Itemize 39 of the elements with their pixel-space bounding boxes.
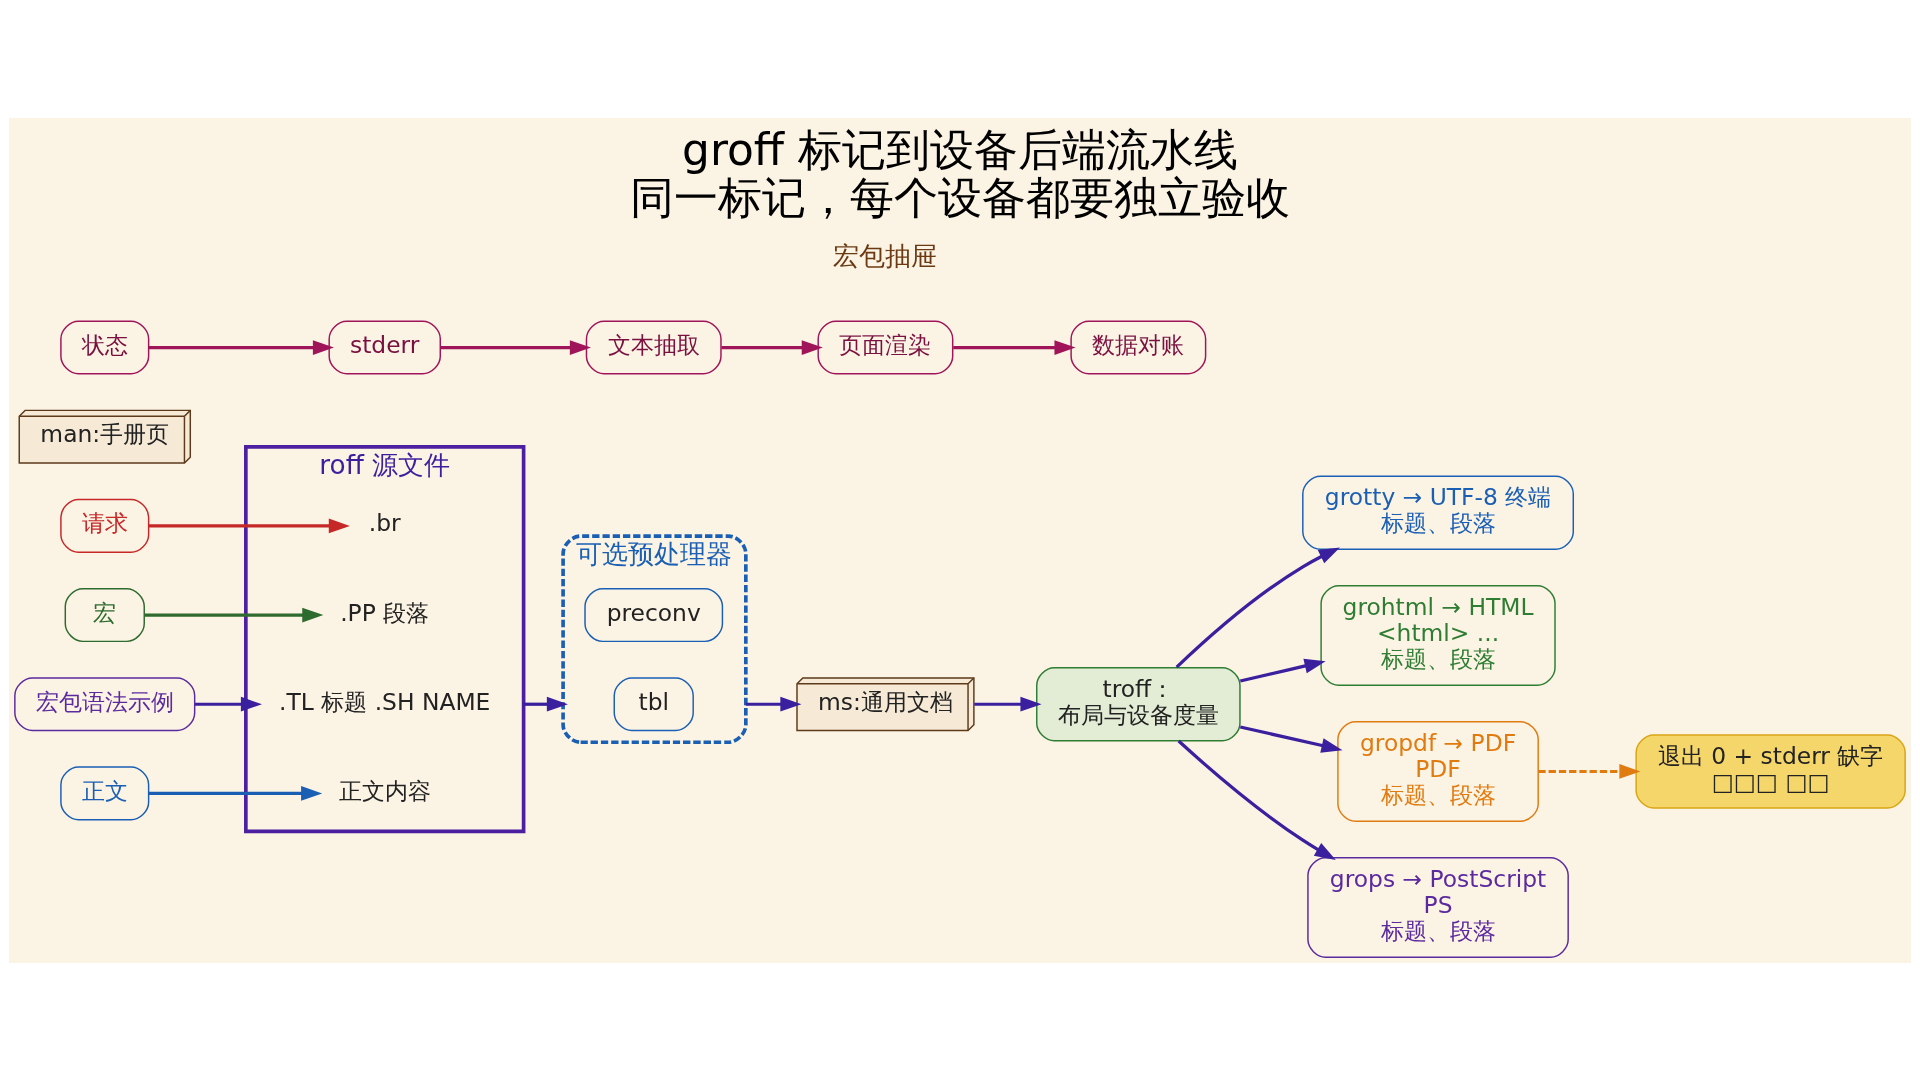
arrow (974, 696, 1042, 712)
arrow (148, 339, 334, 355)
arrow (1239, 658, 1326, 683)
node-box: 正文 (60, 765, 150, 820)
node-box: preconv (584, 587, 724, 642)
node-box: 请求 (60, 498, 150, 553)
node-box: grohtml → HTML <html> ... 标题、段落 (1320, 584, 1556, 686)
arrow (1239, 724, 1343, 753)
label: 宏包抽屉 (833, 240, 938, 271)
node-box: 文本抽取 (585, 319, 722, 375)
arrow (144, 607, 324, 622)
arrow (745, 696, 802, 712)
diagram-title: groff 标记到设备后端流水线 (682, 123, 1238, 175)
arrow (721, 339, 823, 355)
arrow (1175, 546, 1340, 668)
node-box: 数据对账 (1070, 319, 1207, 375)
arrow (195, 696, 262, 712)
arrow (523, 696, 568, 712)
node-box: stderr (328, 319, 441, 375)
node-box: 退出 0 + stderr 缺字 □□□ □□ (1635, 733, 1906, 809)
node-text: .PP 段落 (340, 598, 430, 627)
arrow (440, 339, 591, 355)
arrow (953, 339, 1076, 355)
node-box: gropdf → PDF PDF 标题、段落 (1337, 720, 1539, 822)
node-box: grotty → UTF-8 终端 标题、段落 (1302, 474, 1574, 550)
node-box: tbl (613, 676, 694, 731)
node-text: .br (368, 508, 401, 537)
node-box: 状态 (60, 319, 150, 375)
arrow (1538, 763, 1641, 779)
arrow (148, 785, 323, 801)
node-box: grops → PostScript PS 标题、段落 (1307, 856, 1569, 958)
node-text: .TL 标题 .SH NAME (279, 687, 491, 716)
arrow (148, 518, 350, 533)
node-text: 正文内容 (338, 776, 431, 805)
node-box: troff： 布局与设备度量 (1036, 666, 1241, 741)
arrow (1177, 739, 1336, 860)
node-box: 宏 (64, 587, 145, 642)
node-box: 页面渲染 (817, 319, 954, 375)
node-box: 宏包语法示例 (14, 676, 196, 731)
